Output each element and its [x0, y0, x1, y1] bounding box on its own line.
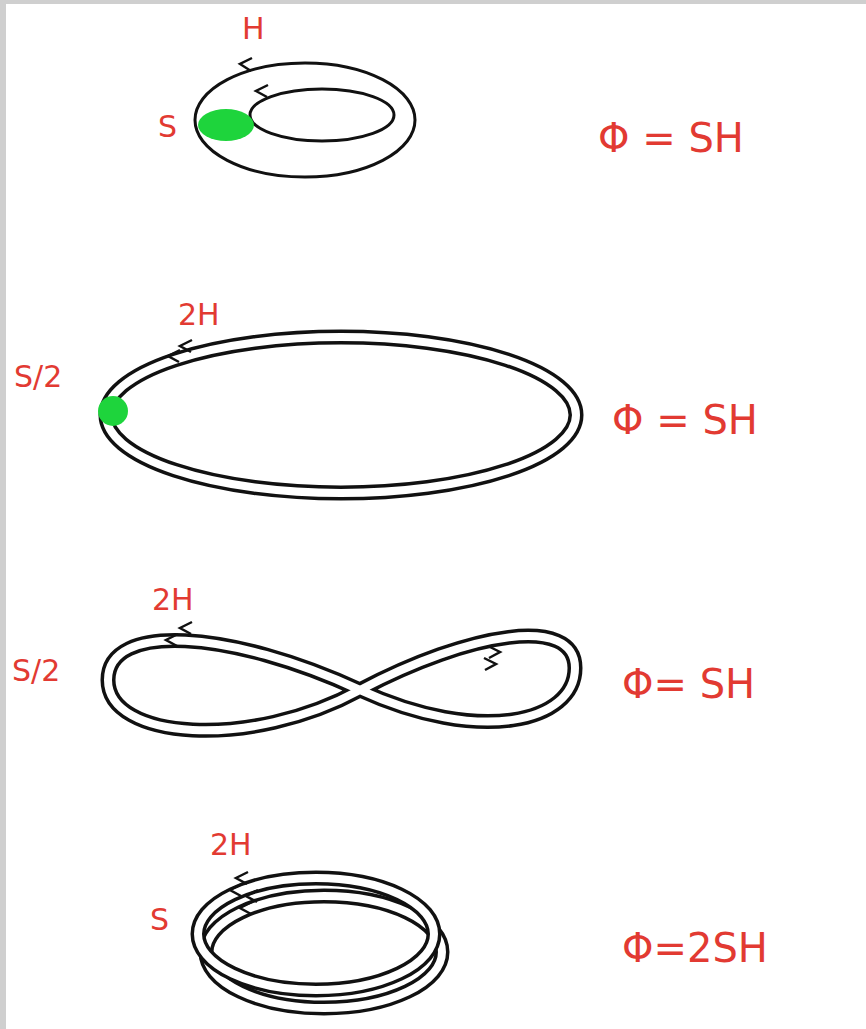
current-label: 2H: [152, 585, 194, 615]
surface-label: S: [150, 905, 169, 935]
current-label: 2H: [178, 300, 220, 330]
surface-label: S/2: [14, 362, 62, 392]
flux-formula: Φ= SH: [622, 664, 755, 704]
current-label: H: [242, 14, 265, 44]
surface-label: S/2: [12, 656, 60, 686]
surface-label: S: [158, 112, 177, 142]
flux-formula: Φ = SH: [612, 400, 758, 440]
flux-formula: Φ=2SH: [622, 928, 768, 968]
current-label: 2H: [210, 830, 252, 860]
flux-formula: Φ = SH: [598, 118, 744, 158]
